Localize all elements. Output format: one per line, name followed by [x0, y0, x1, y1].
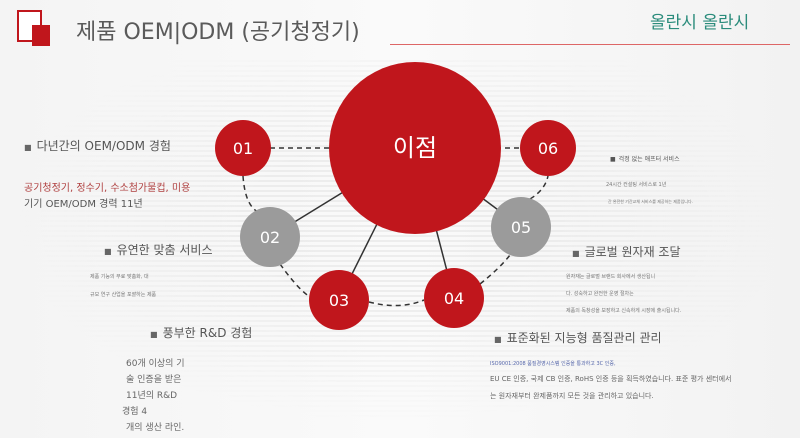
feature-text: 술 인증을 받은 [126, 375, 182, 385]
node-05-circle [491, 197, 551, 257]
center-circle [329, 62, 501, 234]
feature-text: EU CE 인증, 국제 CB 인증, RoHS 인증 등을 획득하였습니다. … [490, 375, 732, 383]
node-01-label: 01 [233, 139, 253, 158]
node-01-circle [215, 120, 271, 176]
node-04-circle [424, 268, 484, 328]
feature-text: 개의 생산 라인. [126, 423, 185, 433]
dashed-connector [368, 299, 425, 307]
feature-text: ISO9001:2008 품질경영시스템 인증을 통과하고 3C 인증, [490, 361, 616, 367]
feature-text: 기기 OEM/ODM 경력 11년 [24, 199, 143, 210]
dashed-connector [529, 175, 549, 200]
node-05-label: 05 [511, 218, 531, 237]
node-03-label: 03 [329, 291, 349, 310]
node-04-label: 04 [444, 289, 464, 308]
feature-text: 제품 기능의 무료 맞춤화, 대 [90, 274, 149, 280]
dashed-connector [479, 254, 511, 285]
feature-title: ■유연한 맞춤 서비스 [104, 243, 213, 257]
node-02-label: 02 [260, 228, 280, 247]
feature-text: 규모 연구 산업을 포괄하는 제품 [90, 292, 157, 298]
center-label: 이점 [393, 134, 437, 162]
feature-title: ■걱정 없는 애프터 서비스 [610, 156, 680, 163]
page-title: 제품 OEM|ODM (공기청정기) [76, 20, 360, 45]
node-06-label: 06 [538, 139, 558, 158]
feature-text: 경험 4 [122, 407, 148, 417]
feature-text: 간 완전한 기간교체 서비스를 제공하는 제품입니다. [608, 199, 693, 204]
dashed-connector [242, 175, 259, 213]
feature-text: 60개 이상의 기 [126, 359, 185, 369]
feature-text: 다. 성숙하고 완전한 운영 절차는 [566, 291, 634, 297]
feature-text: 제품의 독창성을 보장하고 신속하게 시장에 출시됩니다. [566, 308, 682, 314]
feature-title: ■글로벌 원자재 조달 [572, 245, 681, 259]
feature-text: 11년의 R&D [126, 391, 178, 401]
feature-text: 는 원자재부터 완제품까지 모든 것을 관리하고 있습니다. [490, 392, 654, 400]
feature-text: 공기청정기, 정수기, 수소첨가물컵, 미용 [24, 183, 191, 194]
brand-name: 올란시 올란시 [650, 13, 750, 33]
feature-text: 원자재는 글로벌 브랜드 회사에서 생산됩니 [566, 274, 656, 280]
node-03-circle [309, 270, 369, 330]
logo-icon-fill [32, 25, 50, 46]
feature-title: ■풍부한 R&D 경험 [150, 326, 253, 340]
feature-title: ■표준화된 지능형 품질관리 관리 [494, 331, 662, 345]
dashed-connector [279, 263, 313, 299]
feature-title: ■다년간의 OEM/ODM 경험 [24, 139, 171, 153]
feature-text: 24시간 컨설팅 서비스로 1년 [606, 182, 667, 188]
node-02-circle [240, 207, 300, 267]
node-06-circle [520, 120, 576, 176]
header-divider [390, 44, 790, 45]
